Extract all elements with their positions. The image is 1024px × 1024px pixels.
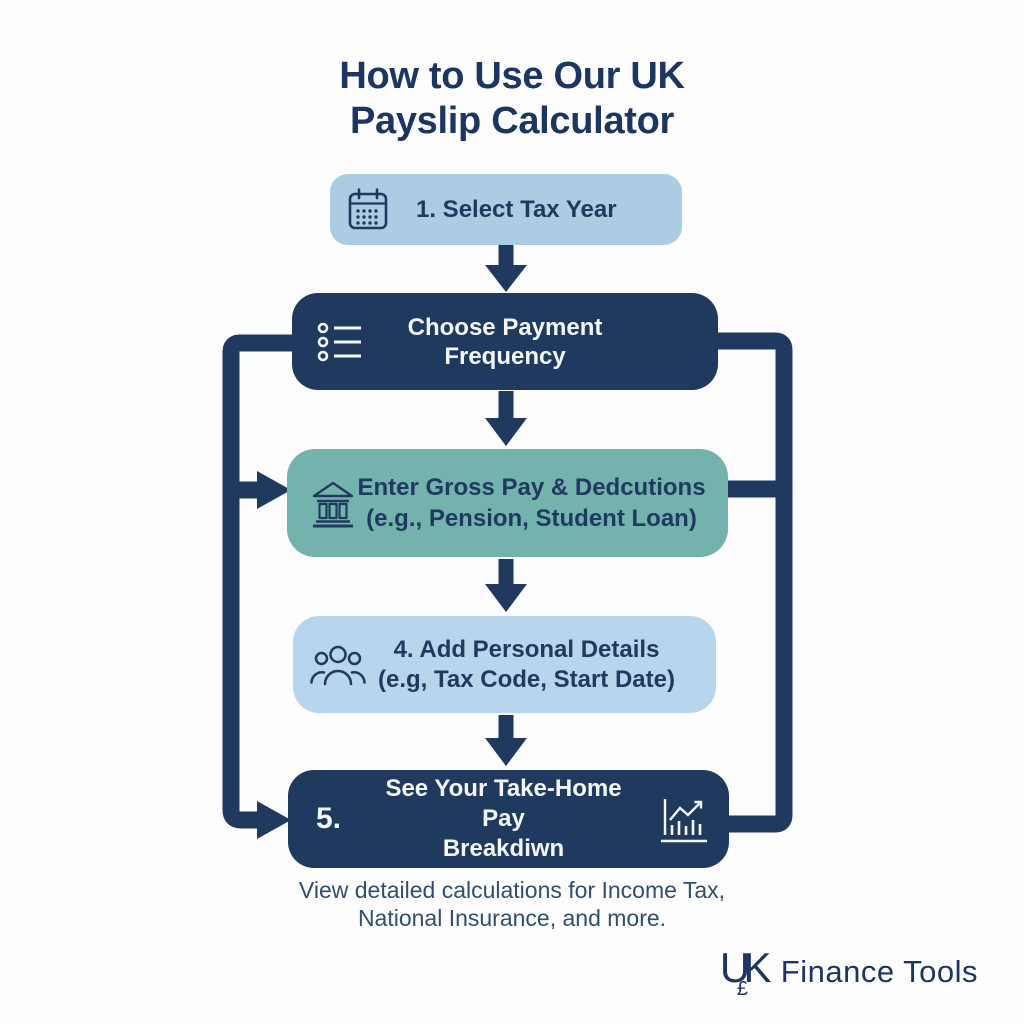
step-2-label-line-2: Frequency xyxy=(444,342,566,370)
connector-right xyxy=(714,332,793,833)
step-1-select-tax-year: 1. Select Tax Year xyxy=(330,174,682,245)
step-2-choose-payment-frequency: Choose Payment Frequency xyxy=(292,293,718,390)
connector-left xyxy=(222,334,295,839)
step-5-number: 5. xyxy=(316,802,342,835)
step-4-add-personal-details: 4. Add Personal Details (e.g, Tax Code, … xyxy=(293,616,716,713)
step-3-label-line-2: (e.g., Pension, Student Loan) xyxy=(366,505,697,532)
bullet-list-icon xyxy=(316,319,368,365)
caption-line-1: View detailed calculations for Income Ta… xyxy=(298,877,726,903)
people-icon xyxy=(309,641,367,689)
step-4-label-line-2: (e.g, Tax Code, Start Date) xyxy=(378,665,675,693)
step-2-label: Choose Payment Frequency xyxy=(292,313,718,371)
pound-icon: £ xyxy=(736,978,748,1000)
title-line-2: Payslip Calculator xyxy=(349,100,675,142)
down-arrow-1 xyxy=(485,244,527,292)
step-3-label-line-1: Enter Gross Pay & Dedcutions xyxy=(357,474,706,501)
down-arrow-4 xyxy=(485,715,527,766)
bank-icon xyxy=(307,477,359,529)
step-3-label: Enter Gross Pay & Dedcutions (e.g., Pens… xyxy=(349,472,714,534)
step-2-label-line-1: Choose Payment xyxy=(407,313,603,341)
step-5-label-line-2: Breakdiwn xyxy=(442,835,565,862)
footer-caption: View detailed calculations for Income Ta… xyxy=(0,876,1024,932)
step-4-label: 4. Add Personal Details (e.g, Tax Code, … xyxy=(347,635,706,695)
down-arrow-3 xyxy=(485,559,527,612)
page-title: How to Use Our UK Payslip Calculator xyxy=(0,54,1024,144)
calendar-icon xyxy=(346,187,390,233)
caption-line-2: National Insurance, and more. xyxy=(357,905,667,931)
step-5-take-home-pay-breakdown: 5. See Your Take-Home Pay Breakdiwn xyxy=(288,770,729,868)
step-5-label: See Your Take-Home Pay Breakdiwn xyxy=(364,774,643,864)
step-4-label-line-1: 4. Add Personal Details xyxy=(393,635,660,663)
down-arrow-2 xyxy=(485,391,527,446)
bar-chart-icon xyxy=(659,794,709,844)
brand-logo: UK £ Finance Tools xyxy=(719,944,978,1000)
logo-uk-text: UK xyxy=(719,944,772,991)
step-3-enter-gross-pay: Enter Gross Pay & Dedcutions (e.g., Pens… xyxy=(287,449,728,557)
logo-name-text: Finance Tools xyxy=(780,954,978,989)
title-line-1: How to Use Our UK xyxy=(339,55,685,97)
step-1-label: 1. Select Tax Year xyxy=(416,195,617,223)
step-5-label-line-1: See Your Take-Home Pay xyxy=(385,775,622,832)
uk-monogram: UK £ xyxy=(719,944,772,1000)
